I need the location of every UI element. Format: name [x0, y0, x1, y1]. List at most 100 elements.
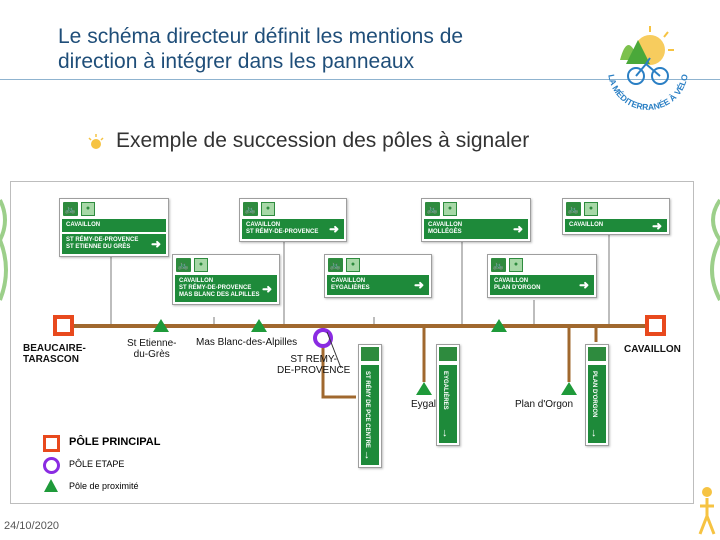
legend-proximite-label: Pôle de proximité: [69, 481, 139, 491]
pole-proximite-eygalieres: [416, 382, 432, 395]
sign-5-text-3: MAS BLANC DES ALPILLES: [179, 292, 260, 298]
page-title: Le schéma directeur définit les mentions…: [58, 24, 598, 74]
pole-principal-beaucaire: [53, 315, 74, 336]
sign-2-panel: CAVAILLON ST RÉMY-DE-PROVENCE ➜: [242, 219, 344, 239]
pole-proximite-mas-blanc: [251, 319, 267, 332]
sign-1: 🚲● CAVAILLON ST RÉMY-DE-PROVENCE ST ETIE…: [59, 198, 169, 257]
sign-6-panel: CAVAILLON EYGALIÈRES ➜: [327, 275, 429, 295]
label-eygalieres: Eygalières: [411, 399, 458, 410]
label-st-etienne: St Etienne- du-Grès: [127, 338, 176, 360]
pole-principal-cavaillon: [645, 315, 666, 336]
diagram-network: [53, 227, 666, 399]
bike-icon: [588, 347, 606, 361]
sign-4-text-1: CAVAILLON: [569, 222, 604, 228]
label-st-etienne-l1: St Etienne-: [127, 338, 177, 349]
pole-proximite-plan-orgon: [561, 382, 577, 395]
sign-7-text-1: CAVAILLON: [494, 278, 529, 284]
arrow-right-icon: ➜: [150, 237, 161, 251]
route-icon: ●: [194, 258, 208, 272]
sign-5: 🚲● CAVAILLON ST RÉMY-DE-PROVENCE MAS BLA…: [172, 254, 280, 305]
sign-1-text-b1: ST RÉMY-DE-PROVENCE: [66, 237, 139, 243]
bike-icon: 🚲: [243, 202, 258, 216]
arrow-right-icon: ➜: [651, 218, 662, 233]
bike-icon: 🚲: [425, 202, 440, 216]
arrow-right-icon: ➜: [328, 222, 339, 236]
page-title-line2: direction à intégrer dans les panneaux: [58, 50, 415, 73]
sign-4: 🚲● CAVAILLON ➜: [562, 198, 670, 235]
footer-date: 24/10/2020: [4, 520, 60, 532]
route-icon: ●: [584, 202, 598, 216]
bike-icon: 🚲: [176, 258, 191, 272]
label-plan-orgon: Plan d'Orgon: [515, 399, 574, 410]
sign-2-text-1: CAVAILLON: [246, 222, 281, 228]
sign-vertical-eygalieres-text: EYGALIÈRES: [442, 371, 448, 410]
bike-icon: 🚲: [491, 258, 506, 272]
sign-7: 🚲● CAVAILLON PLAN D'ORGON ➜: [487, 254, 597, 298]
sign-3-panel: CAVAILLON MOLLÉGÈS ➜: [424, 219, 528, 239]
arrow-right-icon: ➜: [413, 278, 424, 292]
right-decoration: [710, 198, 720, 301]
sign-3-text-1: CAVAILLON: [428, 222, 463, 228]
page-title-line1: Le schéma directeur définit les mentions…: [58, 25, 464, 48]
label-st-remy-l2: DE-PROVENCE: [277, 365, 351, 376]
label-beaucaire-l1: BEAUCAIRE-: [23, 343, 86, 354]
sign-6-text-1: CAVAILLON: [331, 278, 366, 284]
bike-icon: [361, 347, 379, 361]
pole-proximite-mollegès: [491, 319, 507, 332]
sign-1-text: CAVAILLON: [66, 222, 101, 228]
sign-vertical-plan-orgon: PLAN D'ORGON ↓: [585, 344, 609, 446]
label-st-etienne-l2: du-Grès: [133, 349, 170, 360]
label-mas-blanc: Mas Blanc-des-Alpilles: [196, 337, 298, 348]
route-icon: ●: [261, 202, 275, 216]
sign-5-panel: CAVAILLON ST RÉMY-DE-PROVENCE MAS BLANC …: [175, 275, 277, 302]
arrow-down-icon: ↓: [591, 427, 597, 439]
legend-etape-marker: [43, 457, 60, 474]
svg-text:LA MÉDITERRANÉE À VÉLO: LA MÉDITERRANÉE À VÉLO: [606, 73, 690, 112]
pole-etape-st-remy: [313, 328, 333, 348]
mediterranee-velo-logo: LA MÉDITERRANÉE À VÉLO: [606, 26, 690, 112]
bike-icon: 🚲: [328, 258, 343, 272]
arrow-down-icon: ↓: [442, 427, 448, 439]
legend: PÔLE PRINCIPAL PÔLE ETAPE Pôle de proxim…: [35, 425, 185, 497]
sign-1-panel-b: ST RÉMY-DE-PROVENCE ST ETIENNE DU GRÈS ➜: [62, 234, 166, 254]
arrow-right-icon: ➜: [261, 281, 272, 296]
legend-principal-marker: [43, 435, 60, 452]
sign-7-panel: CAVAILLON PLAN D'ORGON ➜: [490, 275, 594, 295]
pole-proximite-st-etienne: [153, 319, 169, 332]
sign-6: 🚲● CAVAILLON EYGALIÈRES ➜: [324, 254, 432, 298]
title-rule: [0, 79, 720, 80]
sign-6-text-2: EYGALIÈRES: [331, 285, 370, 291]
sign-vertical-eygalieres: EYGALIÈRES ↓: [436, 344, 460, 446]
sun-bullet-icon: [88, 134, 104, 149]
sign-7-text-2: PLAN D'ORGON: [494, 285, 541, 291]
subtitle: Exemple de succession des pôles à signal…: [116, 129, 530, 152]
sign-1-text-b2: ST ETIENNE DU GRÈS: [66, 244, 131, 250]
legend-principal-label: PÔLE PRINCIPAL: [69, 436, 161, 448]
sign-5-text-2: ST RÉMY-DE-PROVENCE: [179, 285, 252, 291]
sign-1-panel-a: CAVAILLON: [62, 219, 166, 232]
sign-5-text-1: CAVAILLON: [179, 278, 214, 284]
bike-rider-icon: [698, 487, 716, 535]
arrow-right-icon: ➜: [578, 278, 589, 292]
bike-icon: [439, 347, 457, 361]
label-beaucaire-l2: TARASCON: [23, 354, 79, 365]
left-decoration: [0, 199, 8, 301]
arrow-right-icon: ➜: [512, 222, 523, 236]
route-icon: ●: [346, 258, 360, 272]
sign-vertical-st-remy-text: ST RÉMY DE PCE CENTRE: [364, 371, 370, 448]
route-icon: ●: [509, 258, 523, 272]
sign-vertical-plan-orgon-text: PLAN D'ORGON: [591, 371, 597, 418]
label-beaucaire: BEAUCAIRE- TARASCON: [23, 343, 86, 365]
sign-2-text-2: ST RÉMY-DE-PROVENCE: [246, 229, 319, 235]
legend-proximite-marker: [44, 479, 58, 492]
label-st-remy: ST REMY- DE-PROVENCE: [277, 354, 350, 376]
bike-icon: 🚲: [566, 202, 581, 216]
sign-vertical-st-remy: ST RÉMY DE PCE CENTRE ↓: [358, 344, 382, 468]
arrow-down-icon: ↓: [364, 449, 370, 461]
route-icon: ●: [443, 202, 457, 216]
signage-diagram: BEAUCAIRE- TARASCON St Etienne- du-Grès …: [10, 181, 694, 504]
label-cavaillon: CAVAILLON: [624, 344, 681, 355]
bike-icon: 🚲: [63, 202, 78, 216]
legend-etape-label: PÔLE ETAPE: [69, 459, 125, 469]
sign-2: 🚲● CAVAILLON ST RÉMY-DE-PROVENCE ➜: [239, 198, 347, 242]
